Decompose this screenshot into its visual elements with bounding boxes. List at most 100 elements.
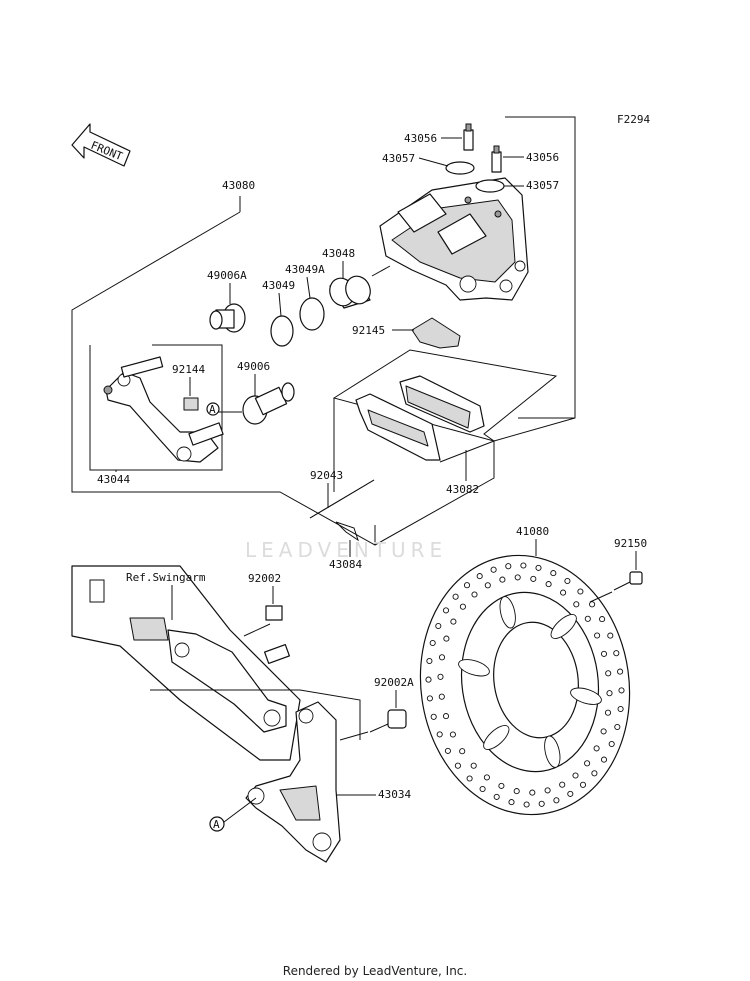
- disc-hole: [498, 782, 505, 789]
- callout-43057-a: 43057: [382, 152, 415, 165]
- callout-43034: 43034: [378, 788, 411, 801]
- disc-slot: [570, 687, 602, 705]
- disc-slot: [458, 659, 490, 677]
- disc-hole: [459, 748, 466, 755]
- disc-hole: [466, 775, 473, 782]
- callout-43049: 43049: [262, 279, 295, 292]
- disc-hole: [608, 740, 615, 748]
- marker-a-lower-label: A: [213, 818, 220, 831]
- disc-hole: [572, 772, 579, 779]
- callout-92002a: 92002A: [374, 676, 414, 689]
- disc-hole: [618, 687, 625, 694]
- disc-hole: [426, 657, 433, 665]
- disc-hole: [505, 563, 512, 570]
- footer-credit: Rendered by LeadVenture, Inc.: [282, 964, 468, 978]
- seal-43049a: [299, 297, 325, 331]
- callout-41080: 41080: [516, 525, 549, 538]
- caliper-bracket-43044: [103, 356, 224, 463]
- disc-hole: [426, 695, 433, 702]
- brake-pad-outer: [399, 375, 485, 433]
- callout-92043: 92043: [310, 469, 343, 482]
- disc-hole: [450, 618, 457, 625]
- disc-hole: [471, 591, 478, 598]
- disc-hole: [444, 747, 451, 754]
- disc-hole: [470, 762, 477, 769]
- disc-hole: [617, 705, 624, 713]
- disc-hole: [529, 789, 536, 796]
- piston-43048: [329, 275, 371, 309]
- callout-49006a: 49006A: [207, 269, 247, 282]
- disc-hole: [520, 562, 527, 569]
- front-arrow-icon: FRONT: [71, 123, 131, 167]
- disc-hole: [553, 797, 560, 804]
- disc-hole: [438, 693, 445, 700]
- bleed-valve-43056-a: [463, 123, 474, 151]
- disc-hole: [605, 670, 612, 677]
- disc-hole: [560, 589, 567, 596]
- marker-a-lower: [209, 816, 225, 832]
- callout-43056-a: 43056: [404, 132, 437, 145]
- callout-43049a: 43049A: [285, 263, 325, 276]
- disc-hole: [513, 788, 520, 795]
- callout-92145: 92145: [352, 324, 385, 337]
- callout-43082: 43082: [446, 483, 479, 496]
- callout-43080: 43080: [222, 179, 255, 192]
- disc-slot: [550, 614, 577, 639]
- disc-hole: [550, 570, 557, 577]
- disc-hole: [573, 601, 580, 608]
- marker-a-upper: [206, 402, 220, 416]
- disc-hole: [459, 603, 466, 610]
- callout-43057-b: 43057: [526, 179, 559, 192]
- disc-hole: [579, 781, 587, 788]
- boot-49006a: [209, 303, 246, 333]
- disc-hole: [452, 593, 459, 600]
- disc-hole: [514, 574, 521, 581]
- disc-hole: [490, 566, 497, 573]
- disc-hole: [617, 668, 624, 675]
- bleed-valve-43056-b: [491, 145, 502, 173]
- callout-43056-b: 43056: [526, 151, 559, 164]
- disc-slot: [483, 725, 510, 750]
- disc-hole: [425, 676, 432, 683]
- callout-43044: 43044: [97, 473, 130, 486]
- pin-92043: [309, 479, 375, 519]
- disc-hole: [577, 588, 584, 595]
- boot-49006: [242, 382, 295, 425]
- disc-slot: [499, 596, 516, 629]
- bolt-92002a: [369, 709, 407, 733]
- ref-swingarm-label: Ref.Swingarm: [126, 571, 206, 584]
- cap-43057-b: [475, 179, 505, 193]
- disc-hole: [484, 582, 491, 589]
- caliper-bracket-43034: [245, 701, 341, 863]
- disc-hole: [493, 793, 500, 800]
- brake-stay-arm: [167, 629, 290, 733]
- disc-hole: [483, 774, 490, 781]
- disc-hole: [544, 787, 551, 794]
- clip-92145: [411, 317, 461, 349]
- marker-a-upper-label: A: [209, 403, 216, 416]
- caliper-body: [379, 177, 529, 301]
- disc-hole: [613, 650, 620, 657]
- bolt-92150: [613, 571, 643, 591]
- disc-hole: [614, 723, 621, 731]
- brake-disc-41080: [419, 554, 631, 816]
- watermark: LEADVENTURE: [245, 538, 448, 562]
- disc-hole: [463, 582, 471, 589]
- seal-43049: [270, 315, 294, 347]
- disc-hole: [443, 635, 450, 642]
- disc-hole: [591, 770, 598, 777]
- disc-hole: [600, 756, 608, 763]
- callout-43084: 43084: [329, 558, 362, 571]
- figure-code: F2294: [617, 113, 650, 126]
- callout-43048: 43048: [322, 247, 355, 260]
- disc-hole: [606, 690, 613, 697]
- disc-hole: [476, 573, 483, 580]
- disc-hole: [589, 601, 596, 608]
- disc-hole: [559, 781, 566, 788]
- brake-pad-inner: [355, 393, 441, 461]
- disc-hole: [530, 575, 537, 582]
- disc-hole: [454, 762, 461, 769]
- disc-hole: [599, 616, 606, 623]
- callout-92144: 92144: [172, 363, 205, 376]
